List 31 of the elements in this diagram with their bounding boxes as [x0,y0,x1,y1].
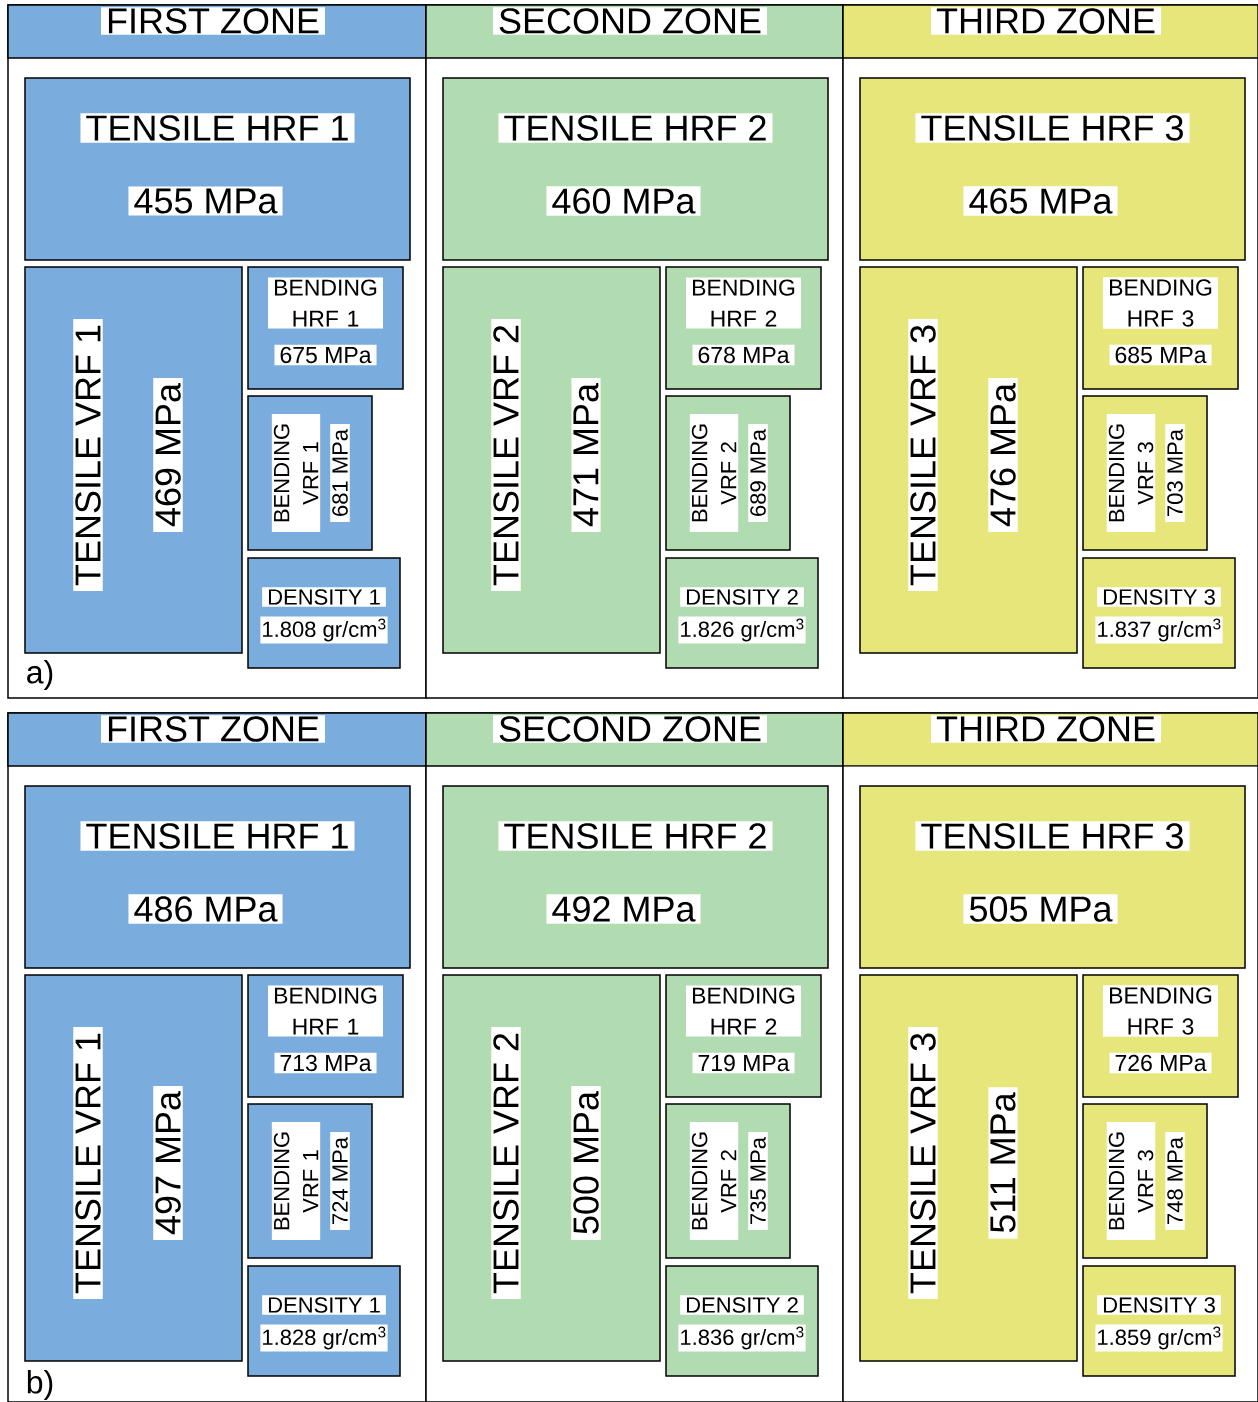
property-box: TENSILE HRF 2 492 MPa [442,785,829,969]
property-box: BENDING HRF 3 726 MPa [1082,974,1239,1098]
property-box: BENDING VRF 2 735 MPa [665,1103,791,1259]
density-box: DENSITY 2 1.836 gr/cm$^{3}$ [665,1265,819,1377]
density-box: DENSITY 3 1.859 gr/cm$^{3}$ [1082,1265,1236,1377]
property-box: BENDING VRF 2 689 MPa [665,395,791,551]
property-box: TENSILE HRF 3 465 MPa [859,77,1246,261]
property-box: BENDING HRF 1 713 MPa [247,974,404,1098]
density-box: DENSITY 2 1.826 gr/cm$^{3}$ [665,557,819,669]
property-box: BENDING HRF 3 685 MPa [1082,266,1239,390]
density-box: DENSITY 1 1.808 gr/cm$^{3}$ [247,557,401,669]
property-box: BENDING VRF 3 748 MPa [1082,1103,1208,1259]
property-box: TENSILE HRF 2 460 MPa [442,77,829,261]
property-box: TENSILE VRF 1 497 MPa [24,974,243,1362]
property-box: TENSILE HRF 1 486 MPa [24,785,411,969]
property-box: TENSILE HRF 1 455 MPa [24,77,411,261]
property-box: TENSILE VRF 1 469 MPa [24,266,243,654]
property-box: TENSILE HRF 3 505 MPa [859,785,1246,969]
node-label: SECOND ZONE [499,716,761,742]
density-box: DENSITY 3 1.837 gr/cm$^{3}$ [1082,557,1236,669]
property-box: TENSILE VRF 2 500 MPa [442,974,661,1362]
property-box: BENDING HRF 2 678 MPa [665,266,822,390]
property-box: TENSILE VRF 3 511 MPa [859,974,1078,1362]
property-box: BENDING HRF 1 675 MPa [247,266,404,390]
density-box: DENSITY 1 1.828 gr/cm$^{3}$ [247,1265,401,1377]
property-box: BENDING HRF 2 719 MPa [665,974,822,1098]
property-box: BENDING VRF 1 681 MPa [247,395,373,551]
property-box: BENDING VRF 3 703 MPa [1082,395,1208,551]
property-box: BENDING VRF 1 724 MPa [247,1103,373,1259]
property-box: TENSILE VRF 2 471 MPa [442,266,661,654]
property-box: TENSILE VRF 3 476 MPa [859,266,1078,654]
